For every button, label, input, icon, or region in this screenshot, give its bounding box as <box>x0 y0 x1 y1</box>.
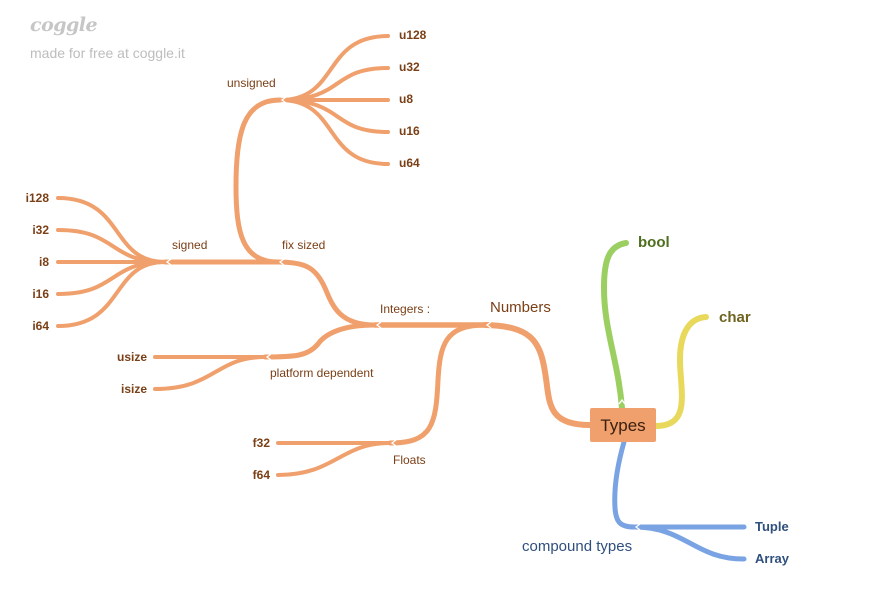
edge-platform-isize <box>153 355 267 391</box>
edge-compound-array <box>631 524 747 562</box>
node-integers[interactable]: Integers : <box>380 302 431 316</box>
leaf-i128[interactable]: i128 <box>25 191 49 205</box>
leaf-isize[interactable]: isize <box>120 382 147 396</box>
junction-marker <box>165 258 172 266</box>
edge-signed-i16 <box>56 260 167 296</box>
leaf-i16[interactable]: i16 <box>32 287 49 301</box>
edge-signed-i64 <box>56 260 167 328</box>
edge-fixsized-unsigned <box>233 97 283 265</box>
leaf-u16[interactable]: u16 <box>399 124 420 138</box>
junction-marker <box>280 96 287 104</box>
node-compound-types[interactable]: compound types <box>522 538 633 555</box>
leaf-f32[interactable]: f32 <box>252 436 270 450</box>
edge-types-compound <box>612 439 637 530</box>
junction-marker <box>375 321 382 329</box>
edge-types-char <box>653 314 709 429</box>
edge-types-numbers <box>482 322 593 428</box>
leaf-f64[interactable]: f64 <box>252 468 270 482</box>
root-node-label: Types <box>600 415 646 435</box>
edge-integers-fixsized <box>275 259 378 328</box>
leaf-u8[interactable]: u8 <box>399 92 414 106</box>
leaf-i64[interactable]: i64 <box>32 319 49 333</box>
edge-unsigned-u16 <box>278 98 390 134</box>
junction-marker <box>618 398 626 405</box>
leaf-i8[interactable]: i8 <box>38 255 49 269</box>
coggle-logo[interactable]: coggle <box>30 14 98 36</box>
node-platform-dependent[interactable]: platform dependent <box>270 366 374 380</box>
node-fix-sized[interactable]: fix sized <box>282 238 326 252</box>
node-floats[interactable]: Floats <box>393 453 426 467</box>
junction-marker <box>278 258 285 266</box>
junction-marker <box>265 353 272 361</box>
edge-unsigned-u64 <box>278 98 390 166</box>
edge-floats-f64 <box>276 441 392 477</box>
node-numbers[interactable]: Numbers <box>490 299 551 316</box>
node-char[interactable]: char <box>719 309 751 326</box>
leaf-i32[interactable]: i32 <box>32 223 49 237</box>
edge-types-bool <box>600 240 629 411</box>
junction-marker <box>485 321 492 329</box>
node-unsigned[interactable]: unsigned <box>227 76 276 90</box>
node-bool[interactable]: bool <box>638 234 670 251</box>
leaf-array[interactable]: Array <box>755 551 789 566</box>
junction-marker <box>634 523 641 531</box>
node-signed[interactable]: signed <box>172 238 208 252</box>
leaf-u32[interactable]: u32 <box>399 60 420 74</box>
junction-marker <box>390 439 397 447</box>
leaf-tuple[interactable]: Tuple <box>755 519 789 534</box>
edge-integers-platform <box>262 322 378 360</box>
leaf-u128[interactable]: u128 <box>399 28 427 42</box>
root-node-types[interactable]: Types <box>590 408 656 442</box>
leaf-usize[interactable]: usize <box>116 350 147 364</box>
made-with-coggle-credit[interactable]: made for free at coggle.it <box>30 45 185 61</box>
edge-unsigned-u32 <box>278 66 390 102</box>
leaf-u64[interactable]: u64 <box>399 156 420 170</box>
edge-signed-i32 <box>56 228 167 264</box>
edge-numbers-floats <box>387 322 488 446</box>
